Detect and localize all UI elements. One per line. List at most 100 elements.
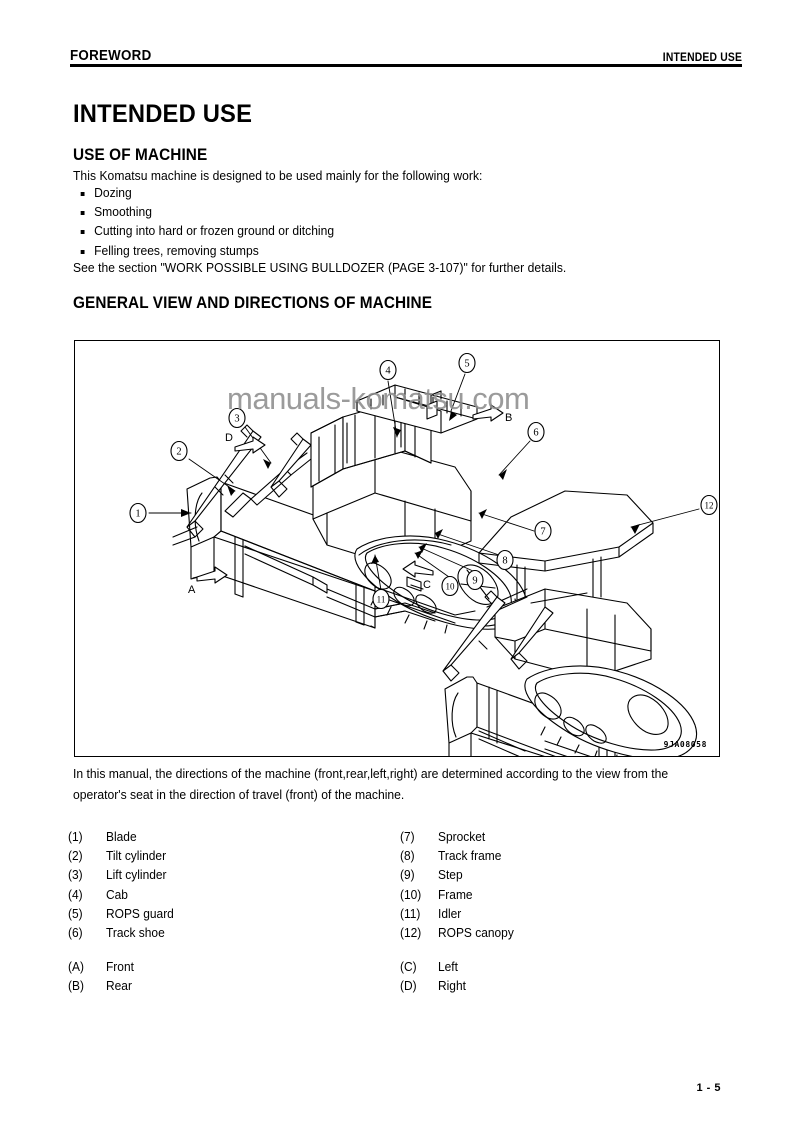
direction-arrow-layer [196,404,504,584]
list-item: Smoothing [73,203,707,222]
right-machine [442,490,697,756]
direction-letter-a: A [188,584,196,596]
figure-caption: In this manual, the directions of the ma… [73,767,669,802]
direction-arrow-a [196,566,228,584]
direction-arrow-b [472,404,504,422]
legend-label: Left [438,960,458,974]
legend-key: (11) [400,906,421,921]
callout-7: 7 [534,520,552,542]
callout-leader-lines [148,373,700,591]
direction-letter-b: B [505,412,512,424]
list-item: (C) Left [400,958,720,977]
figure-code-label: 9JA08058 [663,740,707,749]
svg-text:12: 12 [705,501,714,511]
svg-text:8: 8 [502,556,507,567]
legend-label: Track shoe [106,925,165,940]
direction-arrow-d [234,436,266,454]
list-item: Dozing [73,184,707,203]
callout-1: 1 [129,502,147,524]
legend-label: Frame [438,887,473,902]
list-item: (7) Sprocket [400,828,720,847]
legend-label: Sprocket [438,830,486,844]
use-of-machine-intro: This Komatsu machine is designed to be u… [73,169,483,183]
direction-letter-c: C [423,579,431,591]
page-number: 1 - 5 [696,1082,721,1094]
direction-legend-left-column: (A) Front (B) Rear [68,958,388,996]
list-item: (A) Front [68,958,388,977]
legend-key: (8) [400,849,415,864]
exhaust-stack [426,390,442,420]
section-heading-use-of-machine: USE OF MACHINE [73,146,208,164]
callout-8: 8 [496,549,514,571]
list-item: (4) Cab [68,886,388,905]
callout-3: 3 [228,407,246,429]
lift-cylinder [172,424,262,546]
direction-arrow-c [402,560,434,578]
svg-text:6: 6 [533,428,538,439]
legend-label: Cab [106,887,128,902]
list-item: Cutting into hard or frozen ground or di… [73,222,707,241]
list-item: (3) Lift cylinder [68,866,388,885]
svg-text:2: 2 [176,447,181,458]
svg-text:3: 3 [234,414,239,425]
legend-key: (D) [400,979,417,994]
callout-12: 12 [700,494,718,516]
legend-key: (6) [68,925,83,940]
svg-text:1: 1 [135,509,140,520]
svg-text:7: 7 [540,527,545,538]
use-of-machine-bullet-list: Dozing Smoothing Cutting into hard or fr… [73,184,733,261]
callout-9: 9 [466,569,484,591]
list-item: (D) Right [400,977,720,996]
callout-4: 4 [379,359,397,381]
callout-5: 5 [458,352,476,374]
list-item: (5) ROPS guard [68,905,388,924]
see-section-reference: See the section "WORK POSSIBLE USING BUL… [73,261,567,275]
svg-text:5: 5 [464,359,469,370]
list-item: (B) Rear [68,977,388,996]
svg-text:11: 11 [377,595,386,605]
svg-text:4: 4 [385,366,391,377]
direction-legend-right-column: (C) Left (D) Right [400,958,720,996]
page-title: INTENDED USE [73,100,253,128]
parts-legend-right-column: (7) Sprocket (8) Track frame (9) Step (1… [400,828,720,943]
legend-key: (12) [400,925,422,940]
direction-letter-d: D [225,432,233,444]
legend-key: (4) [68,887,83,902]
list-item: Felling trees, removing stumps [73,242,707,261]
legend-key: (7) [400,830,415,844]
svg-text:10: 10 [446,582,456,592]
legend-key: (5) [68,906,83,921]
list-item: (1) Blade [68,828,388,847]
list-item: (9) Step [400,866,720,885]
legend-key: (10) [400,887,422,902]
header-rule [70,64,742,67]
legend-label: Idler [438,906,462,921]
legend-label: Blade [106,830,137,844]
lift-cylinder-secondary [270,432,312,498]
list-item: (6) Track shoe [68,924,388,943]
legend-label: Tilt cylinder [106,849,167,864]
list-item: (11) Idler [400,905,720,924]
step [406,576,424,592]
section-heading-general-view: GENERAL VIEW AND DIRECTIONS OF MACHINE [73,294,433,312]
legend-label: Step [438,868,463,883]
legend-key: (3) [68,868,83,883]
leader-arrowheads [181,411,640,564]
legend-key: (2) [68,849,83,864]
callout-6: 6 [527,421,545,443]
legend-key: (B) [68,979,84,994]
legend-label: Rear [106,979,132,994]
list-item: (2) Tilt cylinder [68,847,388,866]
legend-label: Track frame [438,849,502,864]
header-section-label: FOREWORD [70,48,152,64]
legend-label: ROPS guard [106,906,174,921]
callout-11: 11 [372,588,390,610]
legend-key: (9) [400,868,415,883]
callout-10: 10 [441,575,459,597]
list-item: (10) Frame [400,886,720,905]
list-item: (8) Track frame [400,847,720,866]
